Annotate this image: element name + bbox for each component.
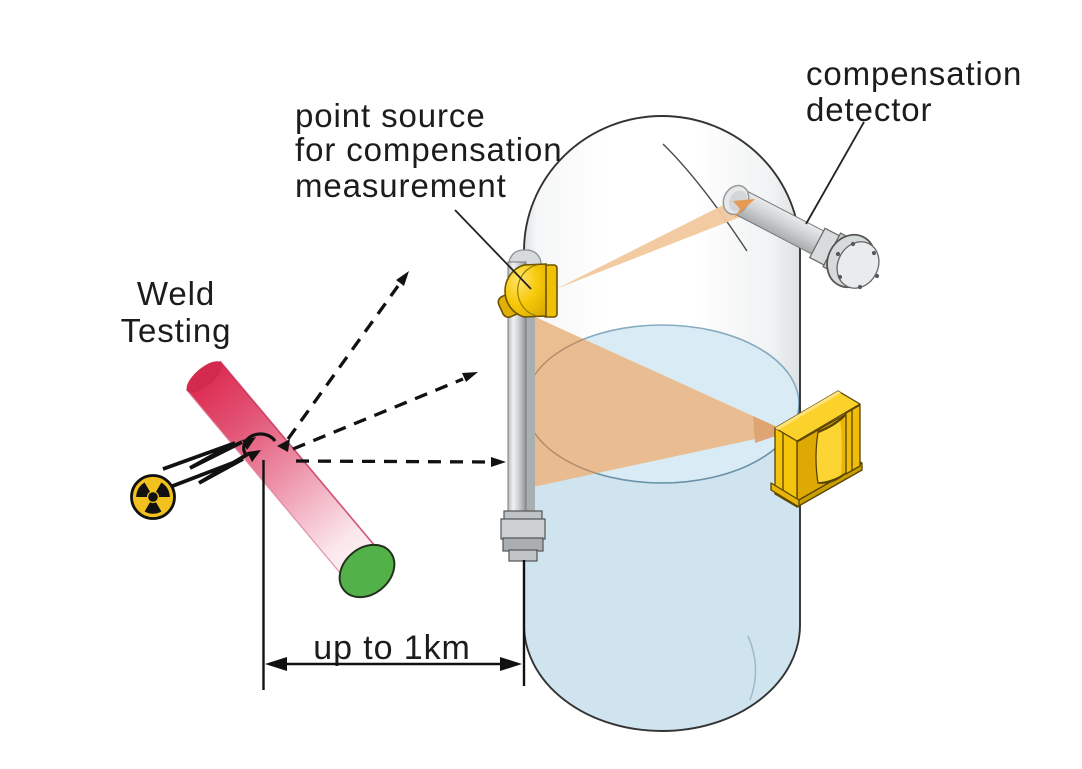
- svg-text:Weld: Weld: [137, 275, 215, 312]
- svg-text:measurement: measurement: [295, 167, 507, 204]
- svg-text:compensation: compensation: [806, 55, 1022, 92]
- svg-text:Testing: Testing: [121, 312, 232, 349]
- svg-text:detector: detector: [806, 91, 932, 128]
- svg-text:point source: point source: [295, 97, 486, 134]
- svg-text:for compensation: for compensation: [295, 131, 563, 168]
- svg-text:up to 1km: up to 1km: [313, 629, 470, 667]
